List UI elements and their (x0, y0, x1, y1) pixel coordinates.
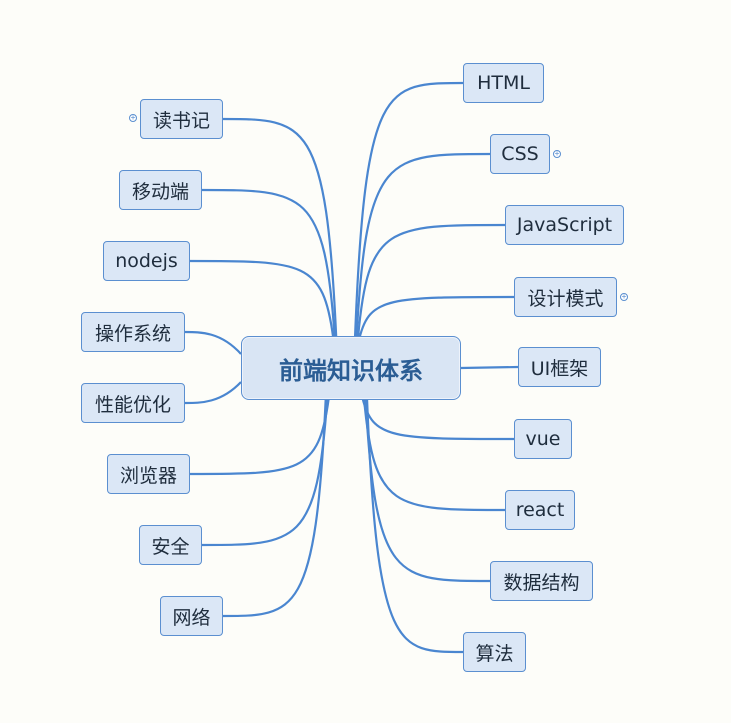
topic-node-right-3[interactable]: 设计模式 (514, 277, 617, 317)
topic-label: UI框架 (530, 357, 589, 380)
connector-line (365, 397, 464, 654)
topic-label: JavaScript (516, 214, 613, 236)
expand-plus-icon[interactable]: + (553, 149, 561, 158)
topic-label: CSS (501, 143, 539, 165)
topic-node-right-4[interactable]: UI框架 (518, 347, 601, 387)
topic-node-left-0[interactable]: 读书记 (140, 99, 223, 139)
topic-node-left-4[interactable]: 性能优化 (81, 383, 185, 423)
expand-plus-icon[interactable]: + (620, 292, 628, 301)
connector-line (362, 397, 506, 512)
topic-label: 浏览器 (119, 464, 177, 487)
topic-label: 性能优化 (94, 393, 171, 416)
topic-label: 数据结构 (503, 571, 580, 594)
topic-node-left-2[interactable]: nodejs (103, 241, 190, 281)
topic-node-right-2[interactable]: JavaScript (505, 205, 624, 245)
expand-plus-icon[interactable]: + (129, 113, 137, 122)
connector-line (356, 223, 506, 339)
topic-node-left-1[interactable]: 移动端 (119, 170, 202, 210)
topic-label: 安全 (151, 535, 190, 558)
connector-line (355, 152, 491, 339)
topic-node-left-6[interactable]: 安全 (139, 525, 202, 565)
topic-label: 读书记 (152, 109, 210, 132)
connector-line (222, 397, 327, 618)
topic-label: 网络 (172, 606, 211, 629)
topic-node-left-5[interactable]: 浏览器 (107, 454, 190, 494)
topic-label: nodejs (115, 250, 178, 272)
root-node-label: 前端知识体系 (279, 356, 423, 385)
connector-line (189, 397, 330, 476)
connector-line (201, 188, 336, 339)
connector-line (184, 381, 242, 405)
topic-label: vue (525, 428, 561, 450)
connector-line (184, 330, 242, 355)
topic-label: HTML (477, 72, 530, 94)
topic-node-left-7[interactable]: 网络 (160, 596, 223, 636)
connector-line (358, 295, 515, 339)
connector-line (189, 259, 335, 339)
topic-node-right-6[interactable]: react (505, 490, 575, 530)
topic-label: 操作系统 (94, 322, 171, 345)
topic-node-right-0[interactable]: HTML (463, 63, 544, 103)
connector-line (364, 397, 491, 583)
topic-node-right-8[interactable]: 算法 (463, 632, 526, 672)
topic-label: 设计模式 (527, 287, 604, 310)
connector-line (222, 117, 338, 339)
topic-label: 移动端 (131, 180, 189, 203)
topic-node-left-3[interactable]: 操作系统 (81, 312, 185, 352)
connector-line (361, 397, 515, 441)
topic-label: 算法 (475, 642, 514, 665)
connector-line (353, 81, 464, 339)
topic-node-right-1[interactable]: CSS (490, 134, 550, 174)
topic-node-right-7[interactable]: 数据结构 (490, 561, 593, 601)
connector-line (460, 365, 519, 370)
root-node[interactable]: 前端知识体系 (241, 336, 461, 400)
topic-node-right-5[interactable]: vue (514, 419, 572, 459)
topic-label: react (515, 499, 565, 521)
